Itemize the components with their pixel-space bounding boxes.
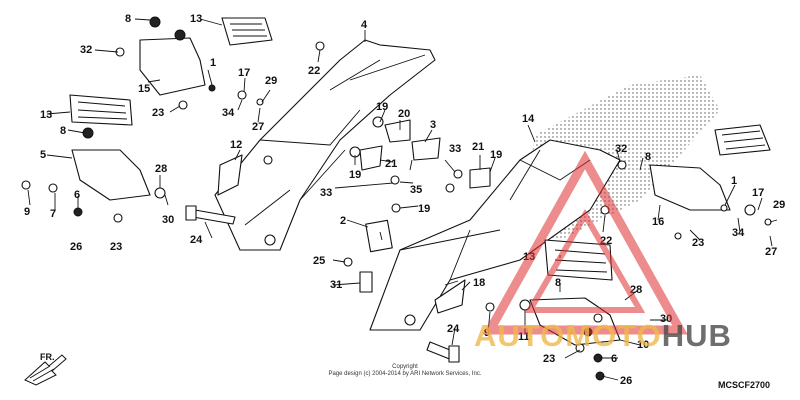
- footpeg-upper-left: [221, 17, 273, 46]
- callout-35: 35: [410, 184, 422, 196]
- callout-23: 23: [152, 107, 164, 119]
- callout-4: 4: [361, 19, 368, 31]
- callout-27: 27: [252, 121, 264, 133]
- front-direction-arrow-icon: [24, 354, 67, 386]
- callout-12: 12: [230, 139, 242, 151]
- right-frame: [369, 139, 621, 331]
- callout-26: 26: [70, 241, 82, 253]
- callout-19-b: 19: [349, 169, 361, 181]
- callout-20: 20: [398, 108, 410, 120]
- plate-2: [365, 219, 393, 253]
- callout-23-lower: 23: [543, 353, 555, 365]
- callout-17-right: 17: [752, 187, 764, 199]
- callout-26-lower: 26: [620, 375, 632, 387]
- callout-6-lower: 6: [611, 353, 617, 365]
- bracket-right: [649, 164, 731, 211]
- callout-14: 14: [522, 113, 535, 125]
- callout-23-right: 23: [692, 237, 704, 249]
- callout-21-right: 21: [472, 141, 484, 153]
- callout-24-lower: 24: [447, 323, 460, 335]
- watermark-text-1: AUTOMOTO: [474, 318, 662, 353]
- watermark-text: AUTOMOTOHUB: [474, 318, 732, 354]
- watermark-logo-icon: [482, 150, 688, 335]
- callout-5: 5: [40, 149, 46, 161]
- bracket-20: [384, 119, 411, 143]
- fasteners: [21, 16, 772, 381]
- copyright-line-1: Copyright: [392, 364, 418, 370]
- footpeg-right: [714, 124, 771, 156]
- leader-lines: [27, 18, 778, 381]
- callout-9: 9: [24, 206, 30, 218]
- callout-15: 15: [138, 83, 150, 95]
- callout-8: 8: [125, 13, 131, 25]
- left-frame: [214, 39, 436, 251]
- bracket-3: [411, 137, 441, 161]
- callout-13-left: 13: [40, 109, 52, 121]
- copyright-notice: Copyright Page design (c) 2004-2014 by A…: [315, 364, 495, 378]
- callout-1-right: 1: [731, 175, 737, 187]
- callout-11: 11: [518, 331, 530, 343]
- callout-18: 18: [473, 277, 485, 289]
- callout-28: 28: [155, 163, 167, 175]
- callout-8-left: 8: [60, 125, 66, 137]
- bracket-21-left: [359, 145, 383, 171]
- callout-17: 17: [238, 67, 250, 79]
- callout-24: 24: [190, 234, 203, 246]
- plate-31: [359, 271, 373, 293]
- callout-31: 31: [330, 279, 342, 291]
- bracket-middle-left: [71, 149, 151, 201]
- callout-16: 16: [652, 216, 664, 228]
- callout-34-right: 34: [732, 227, 745, 239]
- callout-21: 21: [385, 158, 397, 170]
- callout-19: 19: [376, 101, 388, 113]
- callout-3: 3: [430, 119, 436, 131]
- callout-13: 13: [190, 13, 202, 25]
- copyright-line-2: Page design (c) 2004-2014 by ARI Network…: [328, 371, 482, 377]
- bolt-24-lower: [426, 341, 460, 363]
- callout-27-right: 27: [765, 246, 777, 258]
- bracket-21-right: [469, 167, 491, 189]
- callout-32-right: 32: [615, 143, 627, 155]
- callout-7: 7: [50, 208, 56, 220]
- callout-2: 2: [340, 215, 346, 227]
- callout-8-lower: 8: [555, 277, 561, 289]
- footpeg-middle-left: [69, 94, 133, 126]
- callout-32: 32: [80, 44, 92, 56]
- front-direction-label: FR.: [40, 352, 55, 362]
- watermark-text-2: HUB: [661, 318, 732, 353]
- cover-18: [434, 279, 466, 314]
- callout-33-b: 33: [320, 187, 332, 199]
- callout-29-right: 29: [773, 199, 785, 211]
- callout-1: 1: [210, 57, 216, 69]
- callout-19-c: 19: [490, 149, 502, 161]
- callout-34: 34: [222, 107, 235, 119]
- callout-19-d: 19: [418, 203, 430, 215]
- callout-22: 22: [308, 65, 320, 77]
- callout-8-right: 8: [645, 151, 651, 163]
- callout-25: 25: [313, 255, 325, 267]
- bolt-24-left: [185, 205, 236, 225]
- diagram-code: MCSCF2700: [718, 380, 771, 390]
- callout-10: 10: [637, 339, 649, 351]
- callout-33: 33: [449, 143, 461, 155]
- callout-23-b: 23: [110, 241, 122, 253]
- cover-12: [217, 154, 243, 196]
- callout-30: 30: [162, 214, 174, 226]
- callout-6: 6: [74, 189, 80, 201]
- callout-29: 29: [265, 75, 277, 87]
